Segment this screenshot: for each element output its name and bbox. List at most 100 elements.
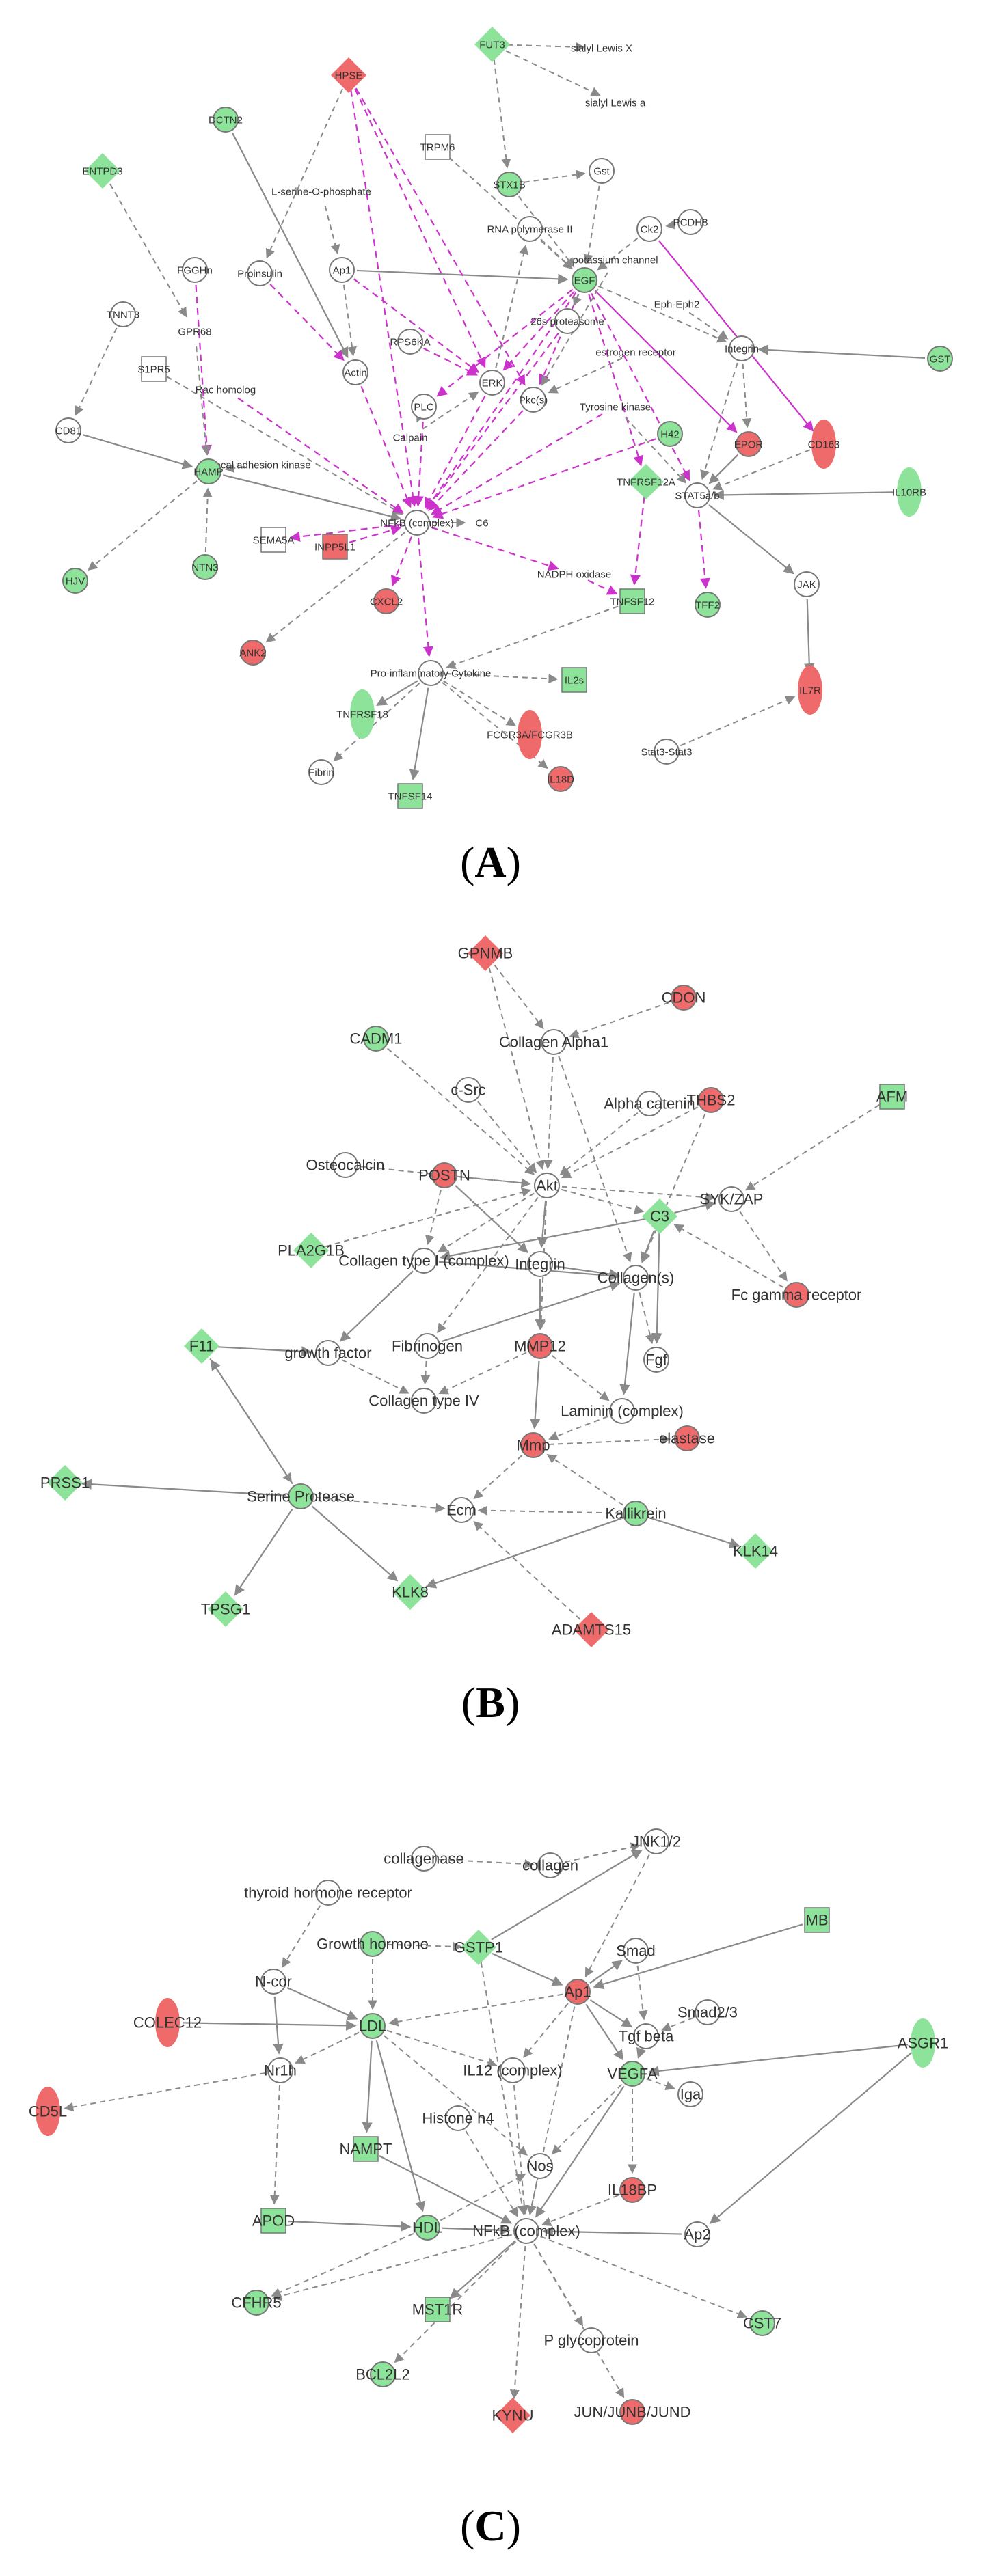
node-RNApol[interactable]: RNA polymerase II xyxy=(487,216,573,242)
node-Kallikrein[interactable]: Kallikrein xyxy=(605,1501,667,1526)
node-VEGFA[interactable]: VEGFA xyxy=(607,2061,658,2087)
node-IL7R[interactable]: IL7R xyxy=(798,666,822,715)
node-STX1B[interactable]: STX1B xyxy=(493,172,526,197)
node-IL12[interactable]: IL12 (complex) xyxy=(463,2057,563,2083)
node-KLK8[interactable]: KLK8 xyxy=(392,1574,429,1610)
node-Smad[interactable]: Smad xyxy=(616,1938,656,1964)
node-HAMP[interactable]: HAMP xyxy=(193,458,224,484)
node-CADM1[interactable]: CADM1 xyxy=(349,1026,403,1052)
node-KLK14[interactable]: KLK14 xyxy=(733,1533,778,1569)
node-Ap1[interactable]: Ap1 xyxy=(564,1979,591,2005)
node-CXCL2[interactable]: CXCL2 xyxy=(370,588,403,614)
node-Calpain[interactable]: Calpain xyxy=(393,432,428,443)
node-STAT5[interactable]: STAT5a/b xyxy=(675,482,720,508)
node-PLA2G1B[interactable]: PLA2G1B xyxy=(278,1233,345,1268)
node-Rac[interactable]: Rac homolog xyxy=(196,384,256,396)
node-HJV[interactable]: HJV xyxy=(62,568,88,594)
node-JAK[interactable]: JAK xyxy=(794,571,820,597)
node-TRPM6[interactable]: TRPM6 xyxy=(420,134,455,160)
node-Laminin[interactable]: Laminin (complex) xyxy=(561,1398,684,1424)
node-TNFRSF18[interactable]: TNFRSF18 xyxy=(336,689,388,739)
node-LSerineOPhosphate[interactable]: L-serine-O-phosphate xyxy=(271,186,371,197)
node-TNNT3[interactable]: TNNT3 xyxy=(107,301,139,327)
node-HDL[interactable]: HDL xyxy=(412,2215,442,2241)
node-FCGR3[interactable]: FCGR3A/FCGR3B xyxy=(487,710,573,759)
node-CDON[interactable]: CDON xyxy=(662,985,706,1011)
node-KYNU[interactable]: KYNU xyxy=(492,2398,534,2433)
node-SerineProtease[interactable]: Serine Protease xyxy=(247,1483,355,1509)
node-RPS6KA[interactable]: RPS6KA xyxy=(390,329,431,355)
node-PCDH8[interactable]: PCDH8 xyxy=(673,209,708,235)
node-MST1R[interactable]: MST1R xyxy=(412,2297,463,2322)
node-growthFactor[interactable]: growth factor xyxy=(284,1340,372,1366)
node-H42[interactable]: H42 xyxy=(657,421,683,447)
node-collagenase[interactable]: collagenase xyxy=(384,1846,464,1872)
node-elastase[interactable]: elastase xyxy=(659,1425,715,1451)
node-Tgfbeta[interactable]: Tgf beta xyxy=(619,2023,674,2049)
node-ADAMTS15[interactable]: ADAMTS15 xyxy=(552,1612,631,1647)
node-LDL[interactable]: LDL xyxy=(359,2013,386,2039)
node-SEMA5A[interactable]: SEMA5A xyxy=(253,527,295,553)
node-Ap1[interactable]: Ap1 xyxy=(329,257,355,283)
node-NFkB[interactable]: NFkB (complex) xyxy=(472,2218,580,2244)
node-GST[interactable]: GST xyxy=(927,346,953,372)
node-IL18RAP[interactable]: IL18D xyxy=(547,766,574,792)
node-THBS2[interactable]: THBS2 xyxy=(687,1087,736,1113)
node-TNFSF12[interactable]: TNFSF12 xyxy=(610,588,655,614)
node-EPOR[interactable]: EPOR xyxy=(734,431,764,457)
node-PLC[interactable]: PLC xyxy=(411,394,437,420)
node-Gst[interactable]: Gst xyxy=(589,158,615,184)
node-CFHR5[interactable]: CFHR5 xyxy=(231,2290,282,2316)
node-Pkc[interactable]: Pkc(s) xyxy=(519,387,548,413)
node-ANK2[interactable]: ANK2 xyxy=(239,640,267,666)
node-CST7[interactable]: CST7 xyxy=(743,2310,781,2336)
node-sialylLewisX[interactable]: sialyl Lewis X xyxy=(571,42,632,54)
node-Mmp[interactable]: Mmp xyxy=(517,1432,550,1458)
node-S1PR5[interactable]: S1PR5 xyxy=(137,356,170,382)
node-POSTN[interactable]: POSTN xyxy=(418,1162,470,1188)
node-JUN[interactable]: JUN/JUNB/JUND xyxy=(574,2399,691,2425)
node-F11[interactable]: F11 xyxy=(184,1328,219,1364)
node-Proinsulin[interactable]: Proinsulin xyxy=(237,260,282,286)
node-GSTP1[interactable]: GSTP1 xyxy=(454,1930,503,1965)
node-NTN3[interactable]: NTN3 xyxy=(191,554,219,580)
node-FUT3[interactable]: FUT3 xyxy=(474,27,510,62)
node-PRSS1[interactable]: PRSS1 xyxy=(40,1465,90,1501)
node-MB[interactable]: MB xyxy=(804,1907,830,1933)
node-HPSE[interactable]: HPSE xyxy=(331,57,366,93)
node-cSrc[interactable]: c-Src xyxy=(451,1077,486,1103)
node-EphEph2[interactable]: Eph-Eph2 xyxy=(654,299,700,310)
node-Actin[interactable]: Actin xyxy=(342,359,368,385)
node-IL18BP[interactable]: IL18BP xyxy=(608,2177,657,2203)
node-JNK[interactable]: JNK1/2 xyxy=(632,1828,681,1854)
node-GPNMB[interactable]: GPNMB xyxy=(458,935,513,971)
node-BCL2L2[interactable]: BCL2L2 xyxy=(355,2361,410,2387)
node-Stat3[interactable]: Stat3-Stat3 xyxy=(641,739,693,765)
node-DCTN2[interactable]: DCTN2 xyxy=(209,107,243,133)
node-CD5L[interactable]: CD5L xyxy=(29,2087,67,2136)
node-AlphaCatenin[interactable]: Alpha catenin xyxy=(604,1091,695,1116)
node-thyroid[interactable]: thyroid hormone receptor xyxy=(244,1880,412,1906)
node-Collagens[interactable]: Collagen(s) xyxy=(597,1265,675,1291)
node-Ck2[interactable]: Ck2 xyxy=(636,216,662,242)
node-IL10RB[interactable]: IL10RB xyxy=(892,467,926,517)
node-FAK[interactable]: Focal adhesion kinase xyxy=(209,459,310,471)
node-Osteocalcin[interactable]: Osteocalcin xyxy=(306,1152,385,1178)
node-SYKZAP[interactable]: SYK/ZAP xyxy=(700,1186,764,1212)
node-collagen[interactable]: collagen xyxy=(522,1852,578,1878)
node-COLEC12[interactable]: COLEC12 xyxy=(133,1998,202,2047)
node-TNFRSF12A[interactable]: TNFRSF12A xyxy=(617,464,675,499)
node-NAMPT[interactable]: NAMPT xyxy=(340,2136,392,2162)
node-estrogenReceptor[interactable]: estrogen receptor xyxy=(595,346,676,358)
node-ERK[interactable]: ERK xyxy=(479,370,505,396)
node-Fibrin[interactable]: Fibrin xyxy=(308,759,334,785)
node-CD81[interactable]: CD81 xyxy=(55,417,81,443)
node-MMP12[interactable]: MMP12 xyxy=(514,1333,566,1359)
node-NADPH[interactable]: NADPH oxidase xyxy=(537,568,611,580)
node-TNFSF14[interactable]: TNFSF14 xyxy=(388,783,433,809)
node-FGGHn[interactable]: FGGHn xyxy=(177,257,213,283)
node-ASGR1[interactable]: ASGR1 xyxy=(898,2018,949,2068)
node-Fgf[interactable]: Fgf xyxy=(643,1347,669,1373)
node-Tyrkinase[interactable]: Tyrosine kinase xyxy=(580,401,651,413)
node-C6[interactable]: C6 xyxy=(475,517,488,529)
